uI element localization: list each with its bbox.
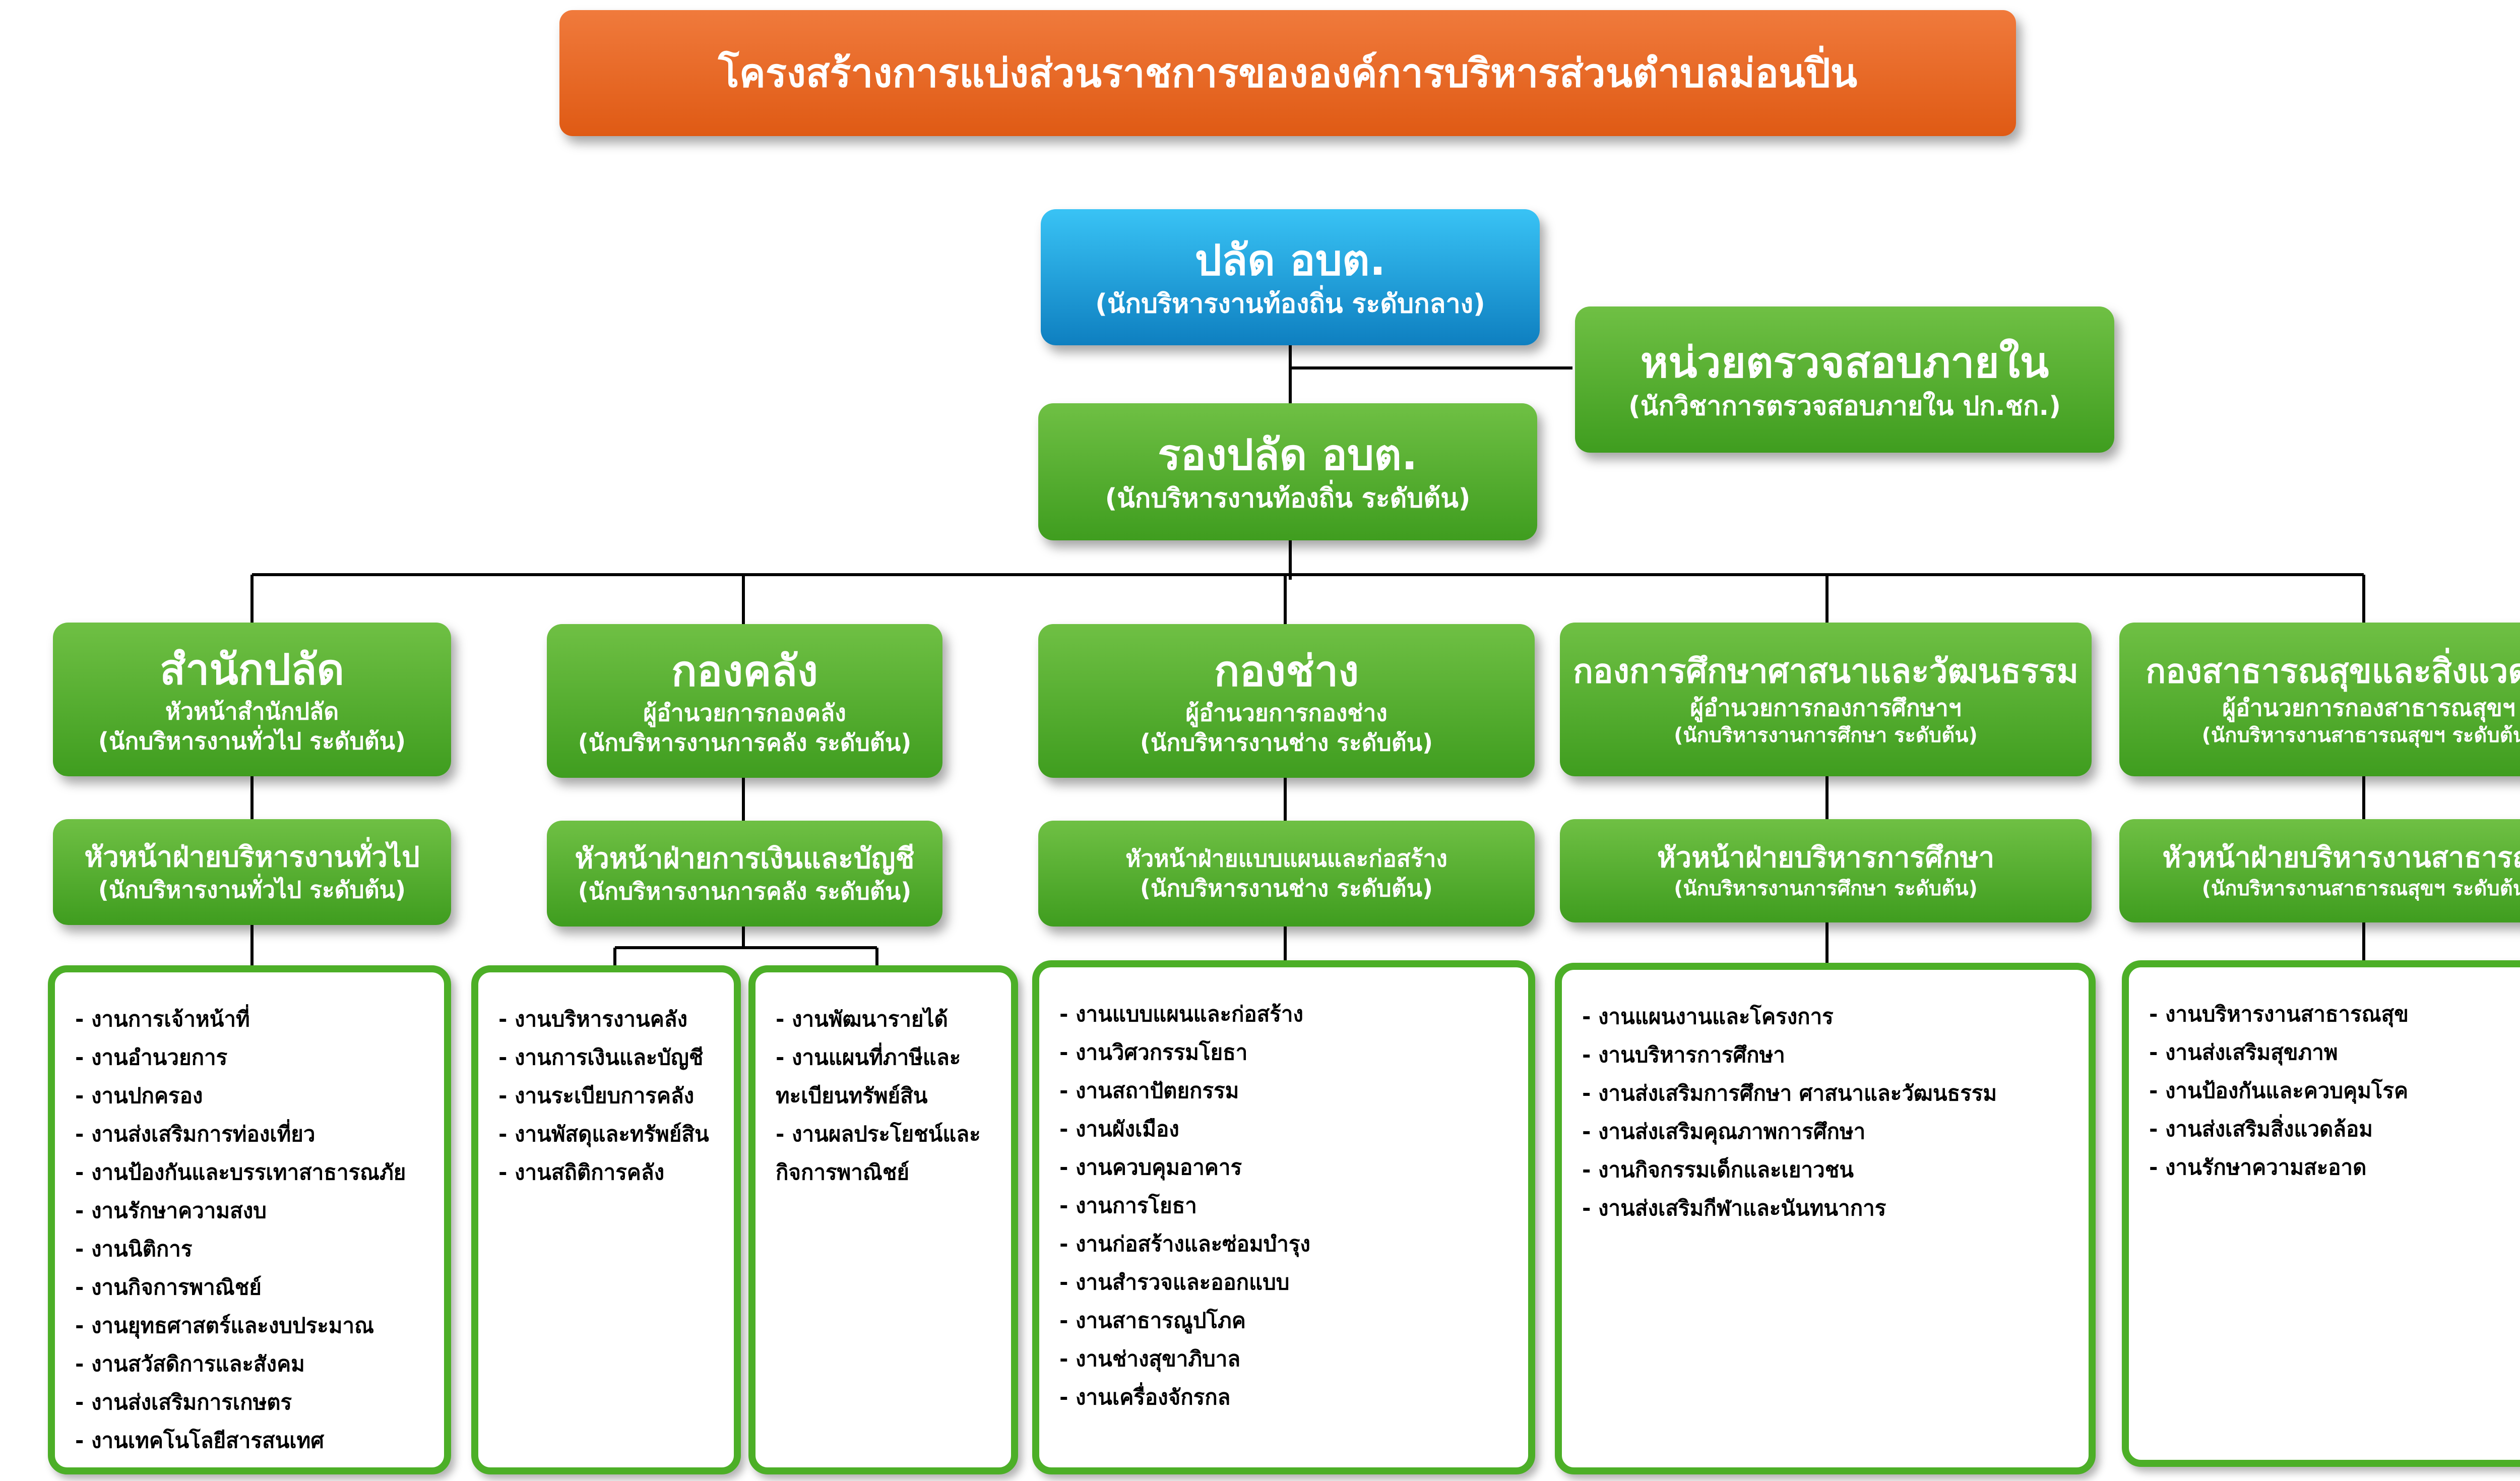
list-item: - งานสำรวจและออกแบบ (1059, 1270, 1290, 1294)
list-item: - งานรักษาความสะอาด (2149, 1155, 2367, 1180)
division-head: หัวหน้าสำนักปลัด (165, 698, 339, 725)
division-name: กองช่าง (1214, 646, 1359, 696)
list-item: - งานกิจกรรมเด็กและเยาวชน (1582, 1157, 1854, 1182)
head-title: ปลัด อบต. (1194, 235, 1386, 285)
list-item: - งานการเจ้าหน้าที่ (75, 1007, 250, 1031)
list-item: - งานบริหารงานสาธารณสุข (2149, 1002, 2409, 1026)
list-item: - งานสวัสดิการและสังคม (75, 1351, 305, 1376)
division-name: กองคลัง (671, 646, 818, 696)
list-item: - งานผังเมือง (1059, 1117, 1179, 1141)
section-title: หัวหน้าฝ่ายบริหารการศึกษา (1657, 841, 1995, 875)
list-item: - งานส่งเสริมการเกษตร (75, 1390, 292, 1414)
audit-subtitle: (นักวิชาการตรวจสอบภายใน ปก.ชก.) (1628, 391, 2061, 422)
division-node-engineering: กองช่าง ผู้อำนวยการกองช่าง (นักบริหารงาน… (1038, 624, 1535, 778)
division-level: (นักบริหารงานช่าง ระดับต้น) (1140, 729, 1433, 757)
deputy-node: รองปลัด อบต. (นักบริหารงานท้องถิ่น ระดับ… (1038, 403, 1537, 540)
division-head: ผู้อำนวยการกองช่าง (1185, 699, 1388, 727)
list-item: - งานสถิติการคลัง (498, 1160, 665, 1185)
section-title: หัวหน้าฝ่ายแบบแผนและก่อสร้าง (1125, 845, 1447, 873)
list-item: - งานแบบแผนและก่อสร้าง (1059, 1002, 1303, 1026)
task-list-education: - งานแผนงานและโครงการ - งานบริหารการศึกษ… (1555, 963, 2096, 1474)
section-level: (นักบริหารงานช่าง ระดับต้น) (1140, 875, 1433, 902)
list-item: - งานป้องกันและควบคุมโรค (2149, 1078, 2409, 1103)
division-name: กองสาธารณสุขและสิ่งแวดล้อม (2146, 652, 2520, 691)
section-title: หัวหน้าฝ่ายบริหารงานสาธารณสุข (2162, 841, 2520, 875)
deputy-title: รองปลัด อบต. (1158, 429, 1418, 479)
division-head: ผู้อำนวยการกองการศึกษาฯ (1690, 694, 1962, 721)
division-head: ผู้อำนวยการกองสาธารณสุขฯ (2222, 694, 2515, 721)
section-title: หัวหน้าฝ่ายการเงินและบัญชี (575, 842, 915, 875)
task-list-health: - งานบริหารงานสาธารณสุข - งานส่งเสริมสุข… (2122, 960, 2520, 1467)
section-node-education: หัวหน้าฝ่ายบริหารการศึกษา (นักบริหารงานก… (1560, 819, 2092, 922)
list-item: - งานพัสดุและทรัพย์สิน (498, 1122, 709, 1146)
task-list-finance-b: - งานพัฒนารายได้ - งานแผนที่ภาษีและทะเบี… (748, 965, 1018, 1474)
list-item: - งานบริหารการศึกษา (1582, 1042, 1785, 1067)
list-item: - งานอำนวยการ (75, 1045, 228, 1070)
section-node-finance: หัวหน้าฝ่ายการเงินและบัญชี (นักบริหารงาน… (547, 821, 942, 927)
list-item: - งานป้องกันและบรรเทาสาธารณภัย (75, 1160, 406, 1185)
division-node-palad: สำนักปลัด หัวหน้าสำนักปลัด (นักบริหารงาน… (53, 623, 451, 776)
section-node-engineering: หัวหน้าฝ่ายแบบแผนและก่อสร้าง (นักบริหารง… (1038, 821, 1535, 927)
division-level: (นักบริหารงานการศึกษา ระดับต้น) (1674, 723, 1978, 747)
section-level: (นักบริหารงานการศึกษา ระดับต้น) (1674, 877, 1978, 900)
list-item: - งานส่งเสริมคุณภาพการศึกษา (1582, 1119, 1866, 1144)
deputy-subtitle: (นักบริหารงานท้องถิ่น ระดับต้น) (1105, 483, 1471, 514)
list-item: - งานบริหารงานคลัง (498, 1007, 688, 1031)
list-item: - งานสาธารณูปโภค (1059, 1308, 1246, 1333)
division-node-finance: กองคลัง ผู้อำนวยการกองคลัง (นักบริหารงาน… (547, 624, 942, 778)
task-list-engineering: - งานแบบแผนและก่อสร้าง - งานวิศวกรรมโยธา… (1032, 960, 1535, 1474)
division-head: ผู้อำนวยการกองคลัง (643, 699, 846, 727)
division-node-education: กองการศึกษาศาสนาและวัฒนธรรม ผู้อำนวยการก… (1560, 623, 2092, 776)
list-item: - งานส่งเสริมสิ่งแวดล้อม (2149, 1117, 2373, 1141)
list-item: - งานส่งเสริมกีฬาและนันทนาการ (1582, 1196, 1886, 1220)
section-level: (นักบริหารงานทั่วไป ระดับต้น) (98, 876, 406, 904)
list-item: - งานการเงินและบัญชี (498, 1045, 704, 1070)
list-item: - งานช่างสุขาภิบาล (1059, 1346, 1241, 1371)
task-list-palad: - งานการเจ้าหน้าที่ - งานอำนวยการ - งานป… (48, 965, 451, 1474)
division-level: (นักบริหารงานการคลัง ระดับต้น) (578, 729, 912, 757)
list-item: - งานส่งเสริมสุขภาพ (2149, 1040, 2338, 1065)
audit-title: หน่วยตรวจสอบภายใน (1640, 337, 2049, 387)
section-node-health: หัวหน้าฝ่ายบริหารงานสาธารณสุข (นักบริหาร… (2119, 819, 2520, 922)
list-item: - งานส่งเสริมการท่องเที่ยว (75, 1122, 316, 1146)
list-item: - งานพัฒนารายได้ (776, 1007, 948, 1031)
list-item: - งานควบคุมอาคาร (1059, 1155, 1242, 1180)
list-item: - งานเครื่องจักรกล (1059, 1385, 1231, 1409)
list-item: - งานวิศวกรรมโยธา (1059, 1040, 1248, 1065)
audit-node: หน่วยตรวจสอบภายใน (นักวิชาการตรวจสอบภายใ… (1575, 306, 2114, 453)
list-item: - งานสถาปัตยกรรม (1059, 1078, 1239, 1103)
list-item: - งานยุทธศาสตร์และงบประมาณ (75, 1313, 374, 1338)
list-item: - งานปกครอง (75, 1083, 203, 1108)
section-level: (นักบริหารงานการคลัง ระดับต้น) (578, 878, 912, 905)
list-item: - งานระเบียบการคลัง (498, 1083, 695, 1108)
list-item: - งานผลประโยชน์และกิจการพาณิชย์ (776, 1122, 981, 1185)
list-item: - งานก่อสร้างและซ่อมบำรุง (1059, 1231, 1310, 1256)
list-item: - งานส่งเสริมการศึกษา ศาสนาและวัฒนธรรม (1582, 1081, 1997, 1105)
head-node: ปลัด อบต. (นักบริหารงานท้องถิ่น ระดับกลา… (1041, 209, 1540, 345)
section-node-palad: หัวหน้าฝ่ายบริหารงานทั่วไป (นักบริหารงาน… (53, 819, 451, 925)
list-item: - งานเทคโนโลยีสารสนเทศ (75, 1428, 324, 1453)
list-item: - งานรักษาความสงบ (75, 1198, 267, 1223)
division-name: กองการศึกษาศาสนาและวัฒนธรรม (1572, 652, 2079, 691)
list-item: - งานการโยธา (1059, 1193, 1197, 1218)
list-item: - งานแผนงานและโครงการ (1582, 1004, 1834, 1029)
section-title: หัวหน้าฝ่ายบริหารงานทั่วไป (84, 840, 420, 874)
division-level: (นักบริหารงานทั่วไป ระดับต้น) (98, 727, 406, 755)
division-level: (นักบริหารงานสาธารณสุขฯ ระดับต้น) (2201, 723, 2520, 747)
list-item: - งานนิติการ (75, 1237, 193, 1261)
list-item: - งานกิจการพาณิชย์ (75, 1275, 262, 1300)
list-item: - งานแผนที่ภาษีและทะเบียนทรัพย์สิน (776, 1045, 961, 1108)
section-level: (นักบริหารงานสาธารณสุขฯ ระดับต้น) (2201, 877, 2520, 900)
division-node-health: กองสาธารณสุขและสิ่งแวดล้อม ผู้อำนวยการกอ… (2119, 623, 2520, 776)
task-list-finance-a: - งานบริหารงานคลัง - งานการเงินและบัญชี … (471, 965, 741, 1474)
head-subtitle: (นักบริหารงานท้องถิ่น ระดับกลาง) (1095, 289, 1485, 320)
chart-title: โครงสร้างการแบ่งส่วนราชการขององค์การบริห… (559, 10, 2016, 136)
division-name: สำนักปลัด (159, 644, 345, 694)
